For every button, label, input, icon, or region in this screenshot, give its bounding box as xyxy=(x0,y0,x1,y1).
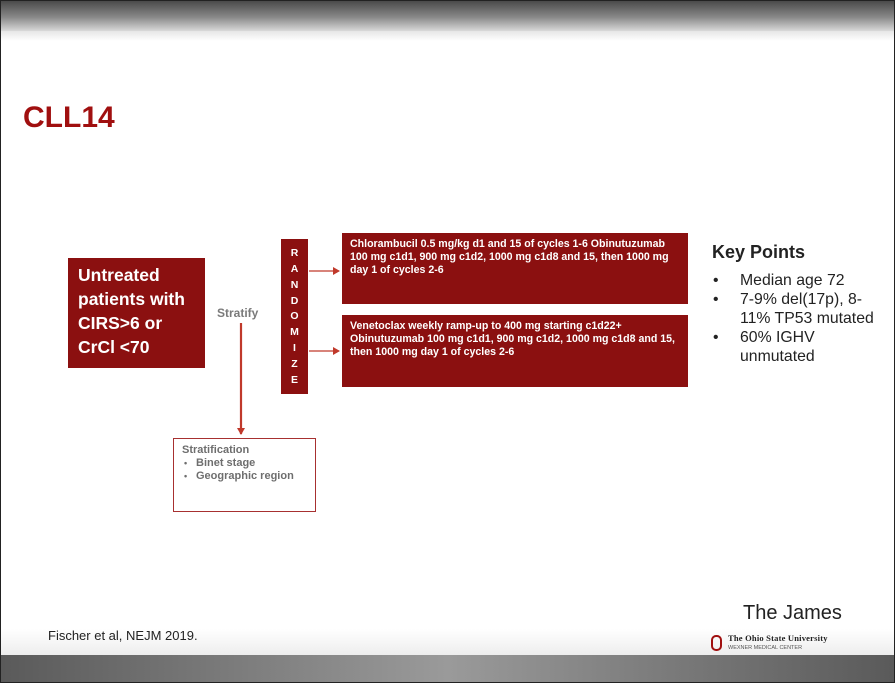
randomize-letter: M xyxy=(290,326,299,339)
university-logo: The Ohio State University WEXNER MEDICAL… xyxy=(711,633,828,651)
stratification-list: Binet stage Geographic region xyxy=(182,457,307,483)
population-box: Untreated patients with CIRS>6 or CrCl <… xyxy=(68,258,205,368)
slide-title: CLL14 xyxy=(23,101,115,134)
citation: Fischer et al, NEJM 2019. xyxy=(48,628,198,643)
randomize-letter: R xyxy=(290,246,299,259)
stratification-box: Stratification Binet stage Geographic re… xyxy=(173,438,316,512)
stratification-item: Geographic region xyxy=(182,470,307,483)
randomize-letter: A xyxy=(290,262,299,275)
randomize-letter: E xyxy=(290,374,298,387)
bottom-bar xyxy=(1,655,894,682)
block-o-icon xyxy=(711,635,722,651)
top-bar xyxy=(1,1,894,31)
stratification-item: Binet stage xyxy=(182,457,307,470)
key-points-title: Key Points xyxy=(712,242,806,262)
top-fade xyxy=(1,31,894,41)
key-point-item: 7-9% del(17p), 8-11% TP53 mutated xyxy=(711,290,891,328)
medical-center-name: WEXNER MEDICAL CENTER xyxy=(728,645,803,651)
brand-name: The James xyxy=(743,602,842,624)
treatment-arm-venetoclax: Venetoclax weekly ramp-up to 400 mg star… xyxy=(342,315,688,387)
stratify-label: Stratify xyxy=(217,306,259,320)
randomize-letter: Z xyxy=(291,358,298,371)
key-point-item: 60% IGHV unmutated xyxy=(711,328,891,366)
randomize-letter: I xyxy=(293,342,296,355)
randomize-letter: O xyxy=(290,310,299,323)
randomize-box: R A N D O M I Z E xyxy=(281,239,308,394)
key-points-list: Median age 72 7-9% del(17p), 8-11% TP53 … xyxy=(711,271,891,366)
key-point-item: Median age 72 xyxy=(711,271,891,290)
randomize-letter: D xyxy=(290,294,299,307)
bottom-fade xyxy=(1,629,894,655)
university-name: The Ohio State University xyxy=(728,633,828,643)
treatment-arm-chlorambucil: Chlorambucil 0.5 mg/kg d1 and 15 of cycl… xyxy=(342,233,688,304)
randomize-letter: N xyxy=(290,278,299,291)
stratification-title: Stratification xyxy=(182,444,250,456)
